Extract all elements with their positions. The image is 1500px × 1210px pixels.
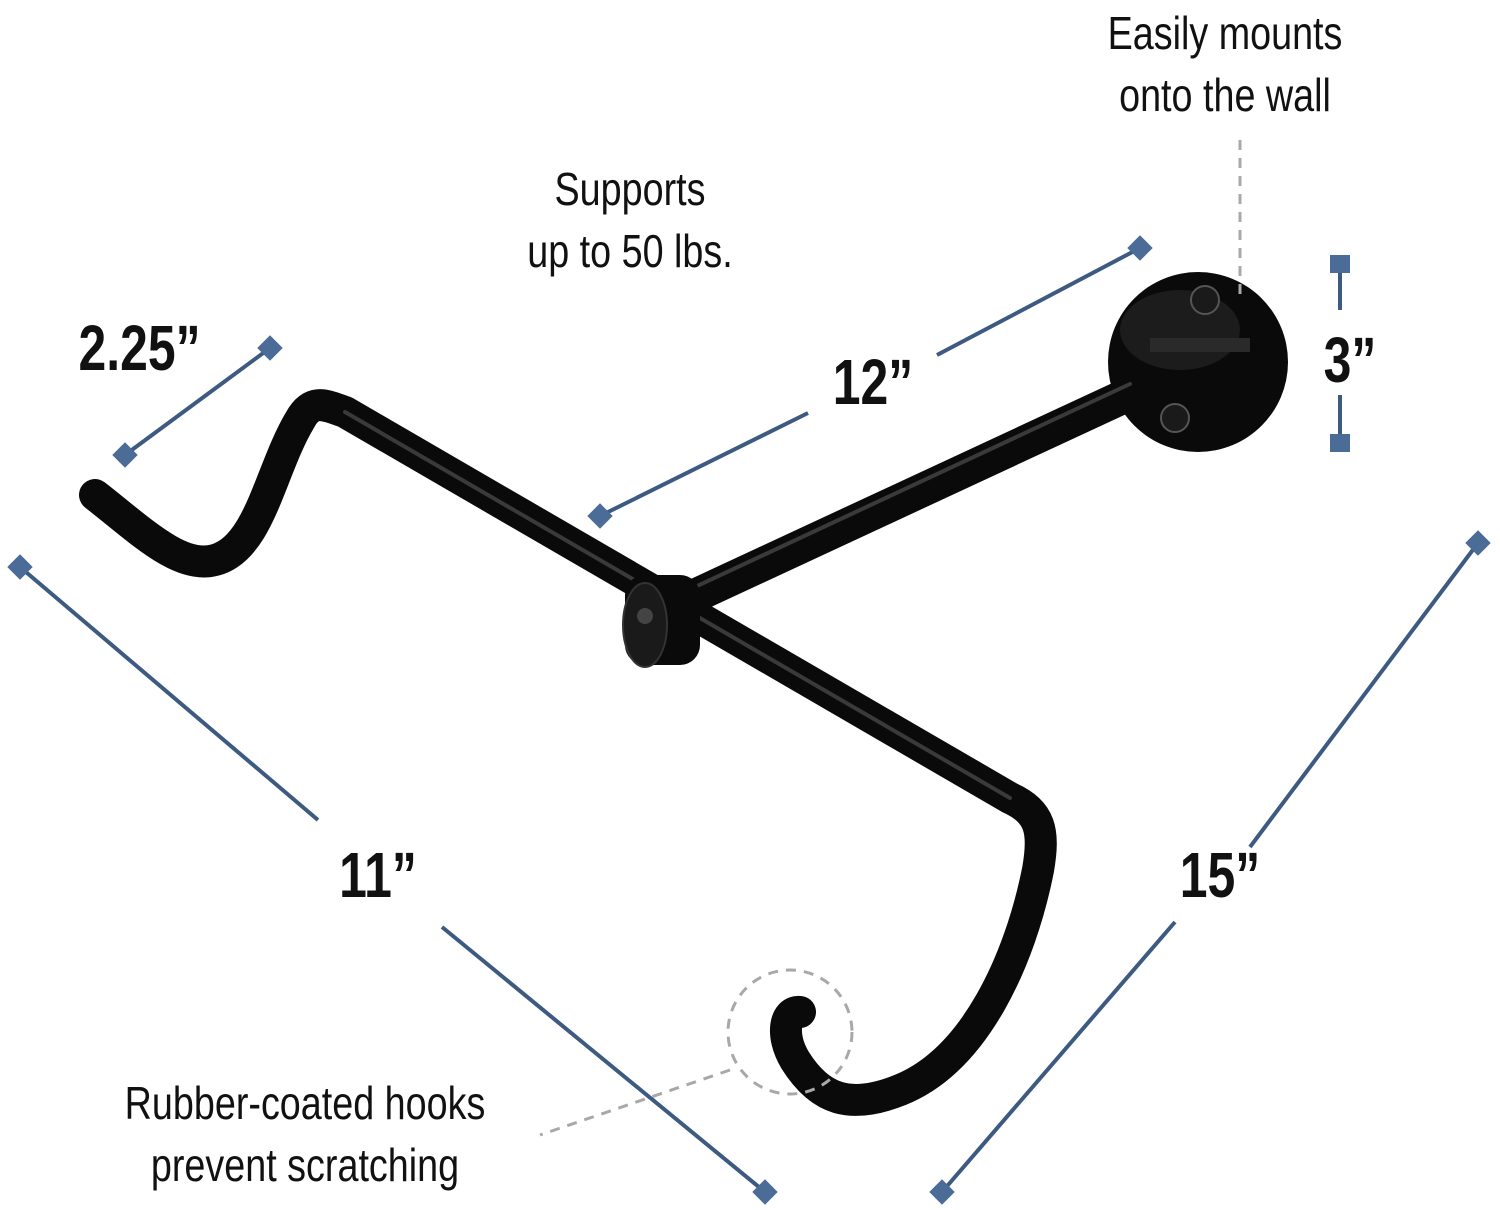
dimension-arm-length: 12” bbox=[832, 346, 914, 418]
dim-line-12-upper bbox=[936, 246, 1141, 357]
dim-line-15-lower bbox=[940, 920, 1177, 1194]
support-feature-line2: up to 50 lbs. bbox=[527, 225, 733, 277]
hooks-feature-line1: Rubber-coated hooks bbox=[124, 1077, 486, 1129]
hooks-feature-label: Rubber-coated hooks prevent scratching bbox=[100, 1072, 510, 1196]
dimension-hook-depth: 2.25” bbox=[78, 312, 201, 384]
support-arm bbox=[643, 371, 1159, 629]
marker-11-start bbox=[7, 554, 33, 580]
marker-3-top bbox=[1330, 255, 1350, 273]
dim-line-15-upper bbox=[1248, 541, 1480, 849]
dimension-depth: 15” bbox=[1179, 839, 1261, 911]
dimension-width: 11” bbox=[339, 839, 417, 911]
dimension-plate-diameter: 3” bbox=[1323, 324, 1377, 396]
mount-feature-line1: Easily mounts bbox=[1107, 7, 1343, 59]
support-feature-line1: Supports bbox=[554, 163, 706, 215]
hook-callout-line bbox=[539, 1068, 731, 1137]
dimension-lines bbox=[18, 246, 1480, 1194]
mount-feature-label: Easily mounts onto the wall bbox=[1102, 2, 1348, 126]
swivel-joint bbox=[622, 575, 700, 668]
marker-3-bottom bbox=[1330, 434, 1350, 452]
callout-lines bbox=[539, 140, 1242, 1137]
dim-line-11-upper bbox=[18, 565, 320, 822]
marker-2-25-end bbox=[257, 335, 283, 361]
dim-line-11-lower bbox=[440, 925, 767, 1194]
dim-line-12-lower bbox=[599, 411, 809, 518]
mount-feature-line2: onto the wall bbox=[1119, 69, 1331, 121]
marker-2-25-start bbox=[112, 442, 138, 468]
marker-12-start bbox=[587, 503, 613, 529]
wall-mount-plate bbox=[1108, 272, 1288, 452]
dim-line-2-25 bbox=[123, 346, 272, 457]
screw-top-icon bbox=[1190, 285, 1220, 315]
hooks-feature-line2: prevent scratching bbox=[150, 1139, 460, 1191]
hook-callout-circle bbox=[726, 968, 854, 1096]
screw-bottom-icon bbox=[1160, 403, 1190, 433]
support-feature-label: Supports up to 50 lbs. bbox=[507, 158, 753, 282]
marker-12-end bbox=[1127, 235, 1153, 261]
